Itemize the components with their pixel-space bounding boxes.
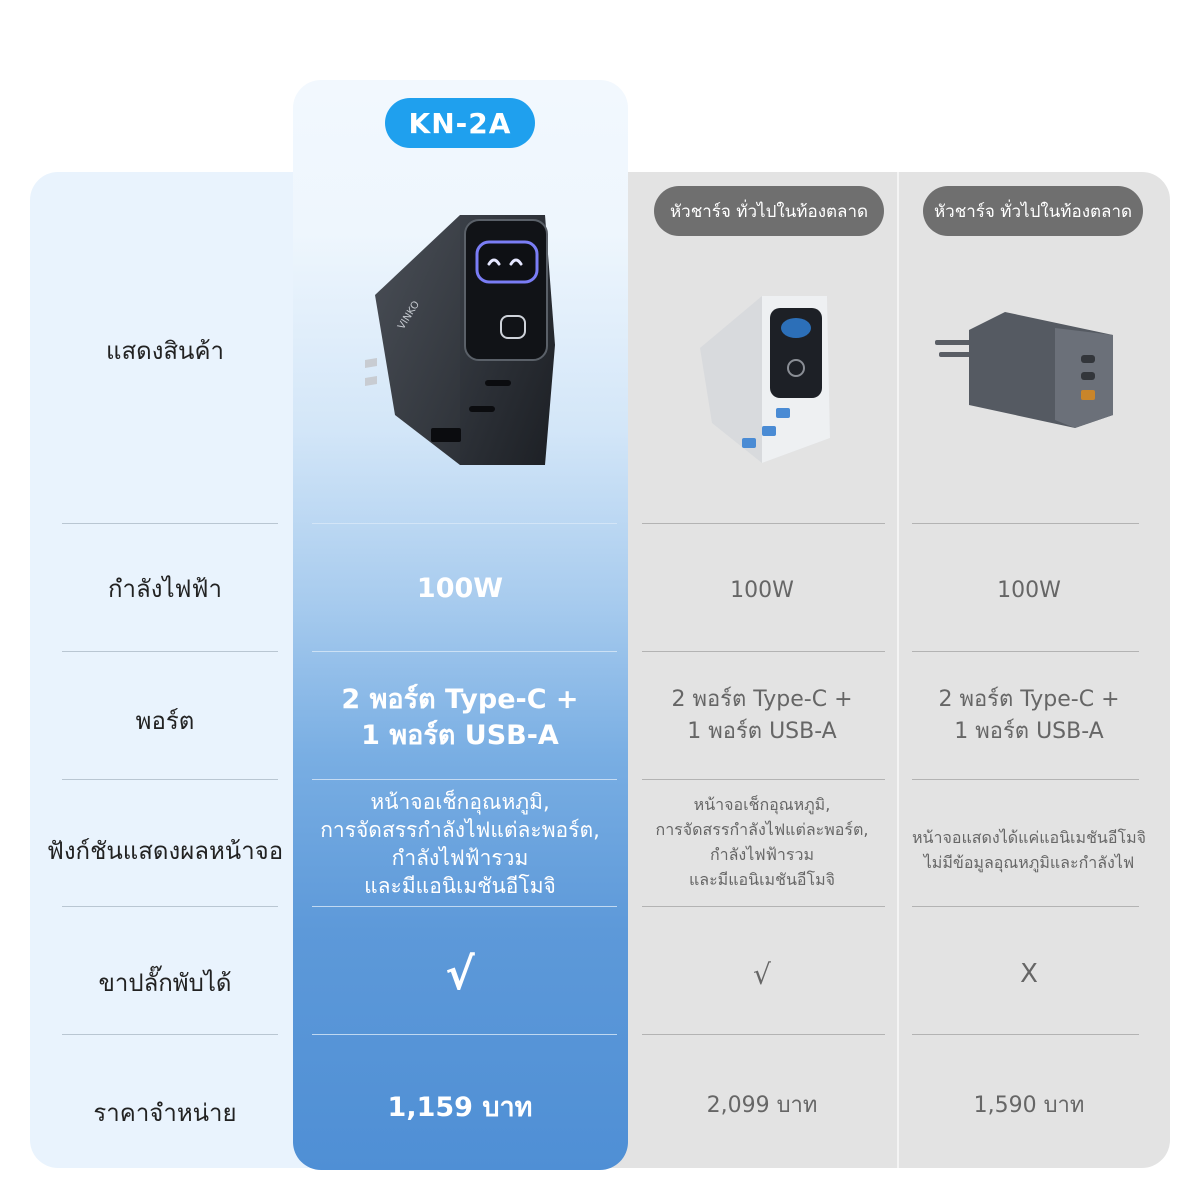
row-label-power: กำลังไฟฟ้า	[108, 574, 222, 603]
compare-2-power-value: 100W	[997, 577, 1061, 603]
row-separator	[62, 779, 278, 780]
row-label-foldable-plug: ขาปลั๊กพับได้	[98, 968, 232, 997]
row-separator	[312, 651, 617, 652]
row-label-display: ฟังก์ชันแสดงผลหน้าจอ	[46, 836, 284, 865]
compare-1-power-value: 100W	[730, 577, 794, 603]
row-separator	[312, 779, 617, 780]
main-product-image: VINKO	[365, 215, 555, 465]
compare-1-price-value: 2,099 บาท	[706, 1092, 818, 1118]
column-divider	[897, 172, 899, 1168]
main-display-value: หน้าจอเช็กอุณหภูมิ, การจัดสรรกำลังไฟแต่ล…	[320, 790, 600, 898]
row-separator	[642, 651, 885, 652]
row-label-price: ราคาจำหน่าย	[93, 1098, 237, 1127]
main-foldable-value: √	[445, 948, 475, 1000]
compare-1-product-image	[700, 296, 830, 463]
row-separator	[642, 1034, 885, 1035]
row-separator	[312, 906, 617, 907]
row-separator	[312, 1034, 617, 1035]
compare-2-foldable-value: X	[1020, 959, 1038, 989]
main-price-value: 1,159 บาท	[387, 1091, 533, 1123]
compare-2-price-value: 1,590 บาท	[973, 1092, 1085, 1118]
compare-2-badge: หัวชาร์จ ทั่วไปในท้องตลาด	[923, 186, 1143, 236]
compare-2-display-value: หน้าจอแสดงได้แค่แอนิเมชันอีโมจิ ไม่มีข้อ…	[912, 828, 1146, 872]
row-label-product: แสดงสินค้า	[105, 336, 224, 365]
row-separator	[642, 779, 885, 780]
compare-1-foldable-value: √	[753, 957, 771, 991]
compare-1-badge: หัวชาร์จ ทั่วไปในท้องตลาด	[654, 186, 884, 236]
compare-1-ports-value: 2 พอร์ต Type-C + 1 พอร์ต USB-A	[671, 687, 853, 744]
row-label-ports: พอร์ต	[135, 706, 195, 735]
row-separator	[62, 523, 278, 524]
row-separator	[642, 906, 885, 907]
main-ports-value: 2 พอร์ต Type-C + 1 พอร์ต USB-A	[341, 684, 579, 751]
row-separator	[912, 523, 1139, 524]
row-separator	[312, 523, 617, 524]
row-separator	[912, 1034, 1139, 1035]
label-column-panel	[30, 172, 320, 1168]
row-separator	[912, 906, 1139, 907]
compare-2-ports-value: 2 พอร์ต Type-C + 1 พอร์ต USB-A	[938, 687, 1120, 744]
row-separator	[642, 523, 885, 524]
row-separator	[912, 779, 1139, 780]
compare-2-product-image	[935, 312, 1113, 428]
row-separator	[62, 651, 278, 652]
row-separator	[62, 906, 278, 907]
main-power-value: 100W	[416, 572, 504, 604]
compare-1-display-value: หน้าจอเช็กอุณหภูมิ, การจัดสรรกำลังไฟแต่ล…	[655, 795, 869, 889]
main-product-badge: KN-2A	[385, 98, 535, 148]
row-separator	[912, 651, 1139, 652]
row-separator	[62, 1034, 278, 1035]
